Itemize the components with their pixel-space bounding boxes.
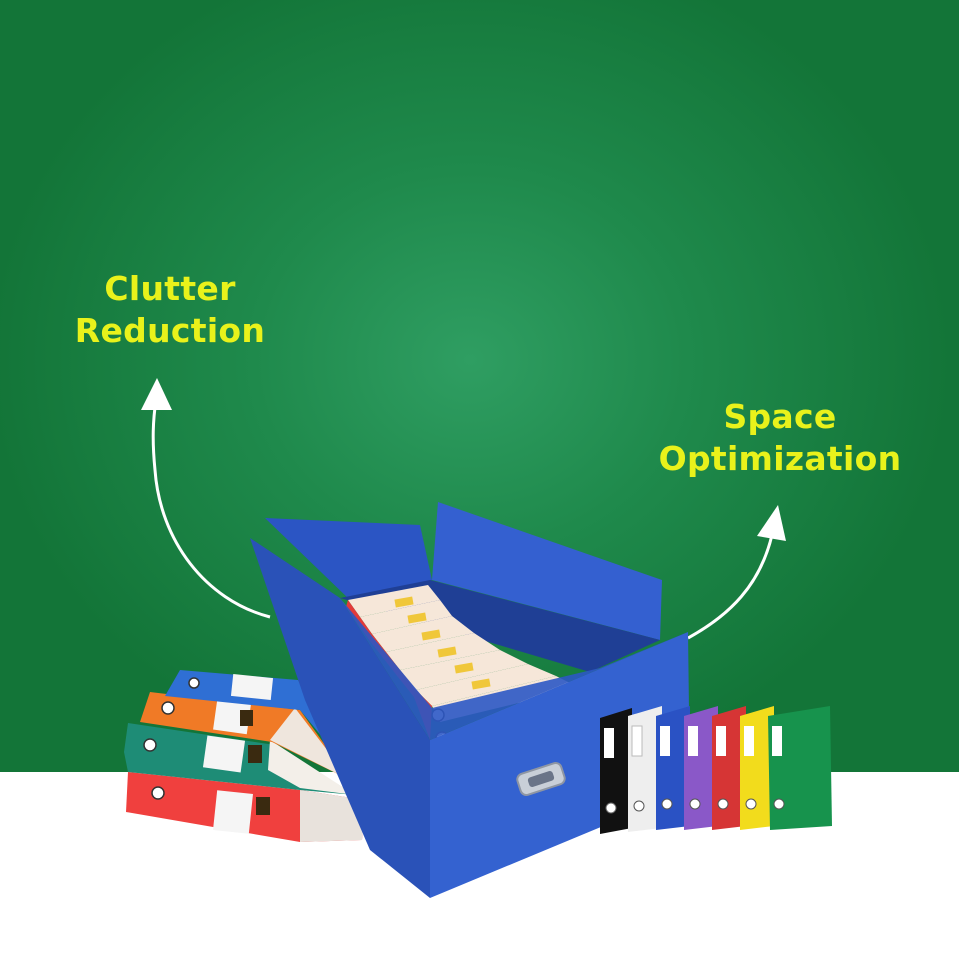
callout-space-optimization: Space Optimization: [650, 396, 910, 480]
binder-stack: [124, 670, 365, 842]
callout-right-line2: Optimization: [658, 439, 902, 478]
callout-clutter-reduction: Clutter Reduction: [70, 268, 270, 352]
callout-right-line1: Space: [723, 397, 837, 436]
arrow-right-curve-icon: [687, 505, 786, 640]
binder-row: [600, 706, 832, 834]
arrow-up-curve-icon: [141, 378, 271, 619]
storage-box: [250, 502, 690, 898]
callout-left-line2: Reduction: [74, 311, 266, 350]
callout-left-line1: Clutter: [104, 269, 236, 308]
